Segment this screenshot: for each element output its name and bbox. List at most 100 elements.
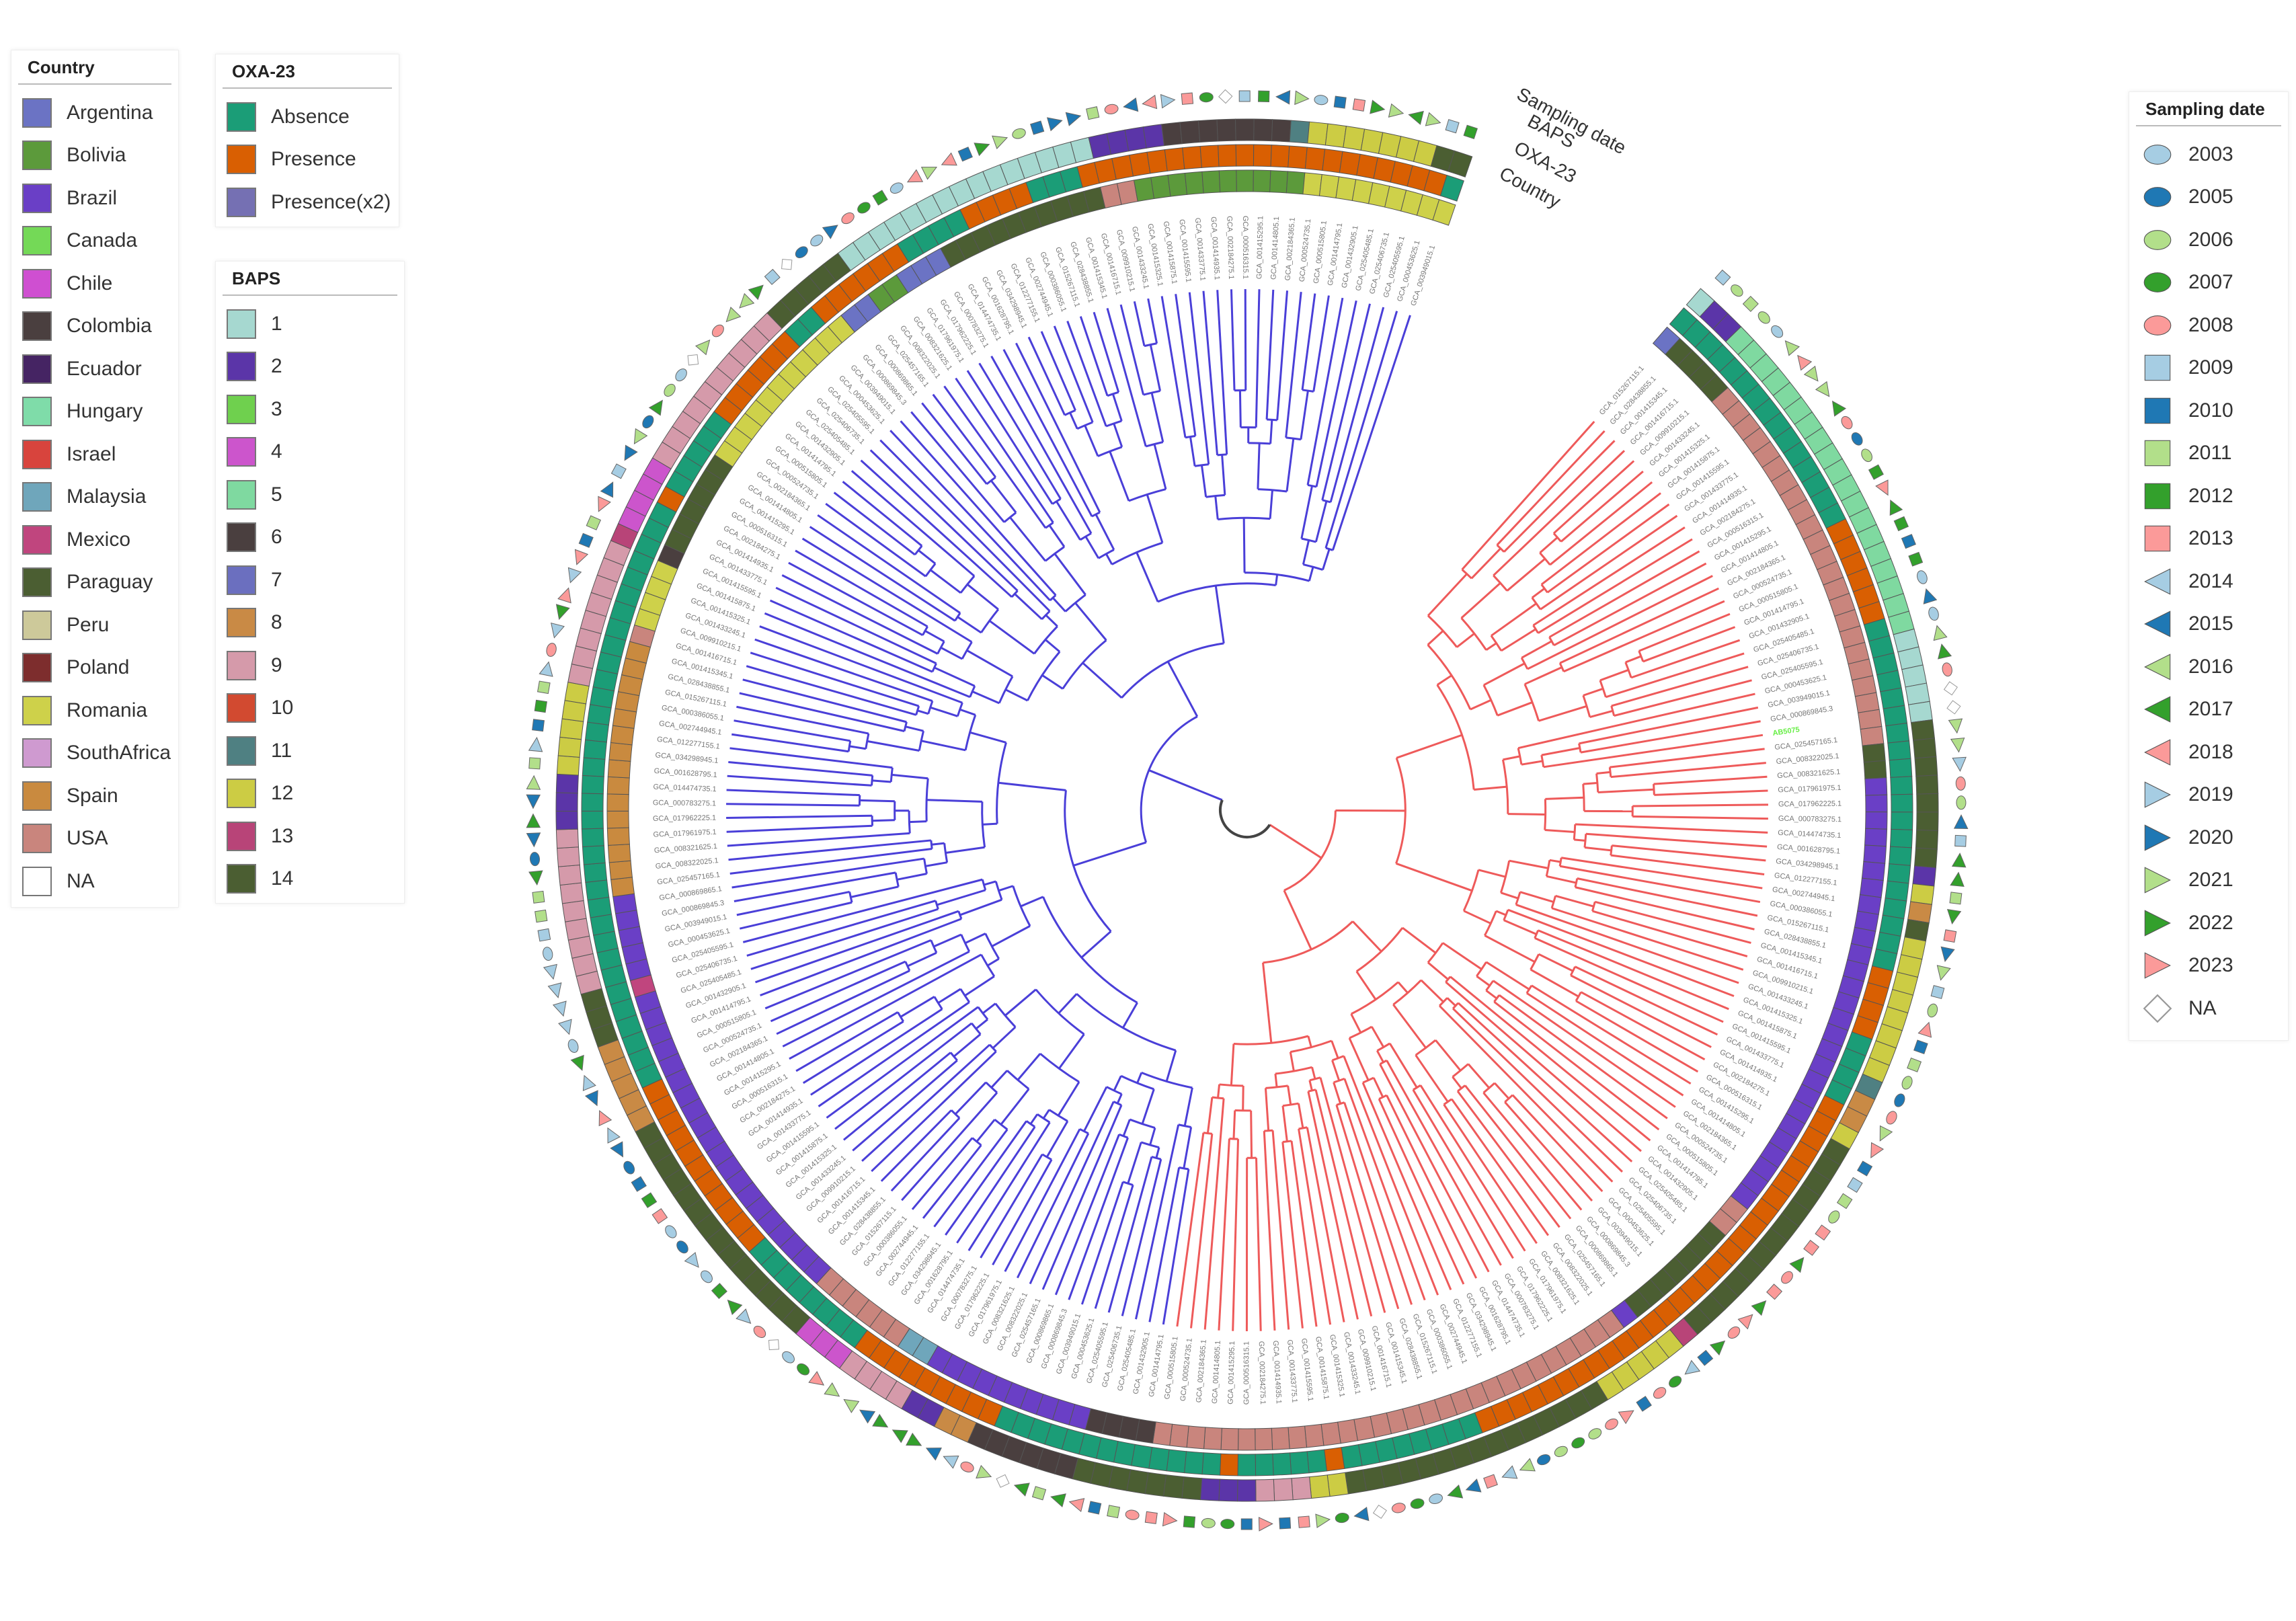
country-item-malaysia: Malaysia: [11, 476, 178, 519]
country-item-israel: Israel: [11, 433, 178, 476]
svg-text:GCA_001433775.1: GCA_001433775.1: [1285, 1339, 1298, 1403]
sampling-date-label: 2003: [2188, 143, 2233, 165]
ellipse-icon: [2143, 144, 2172, 165]
sampling-date-item-2009: 2009: [2129, 347, 2288, 390]
country-swatch: [22, 97, 52, 128]
baps-swatch: [227, 309, 256, 339]
country-label: SouthAfrica: [67, 742, 171, 764]
country-label: Chile: [67, 272, 113, 294]
oxa23-label: Presence: [271, 148, 356, 171]
svg-text:GCA_008322025.1: GCA_008322025.1: [1776, 752, 1839, 766]
sampling-date-label: 2010: [2188, 399, 2233, 422]
legend-oxa23-title: OXA-23: [223, 54, 392, 89]
sampling-date-item-2019: 2019: [2129, 774, 2288, 817]
svg-text:GCA_001415875.1: GCA_001415875.1: [1314, 1336, 1330, 1400]
sampling-date-item-2006: 2006: [2129, 219, 2288, 262]
legend-sampling-date-title: Sampling date: [2136, 92, 2281, 126]
svg-text:GCA_001415595.1: GCA_001415595.1: [1300, 1338, 1314, 1402]
oxa23-label: Absence: [271, 105, 350, 128]
svg-text:GCA_008321625.1: GCA_008321625.1: [654, 842, 717, 855]
baps-item-7: 7: [216, 559, 404, 602]
baps-label: 6: [271, 526, 282, 549]
baps-label: 10: [271, 697, 294, 719]
ellipse-icon: [2143, 272, 2172, 293]
country-label: USA: [67, 827, 108, 850]
oxa23-item-absence: Absence: [216, 95, 399, 139]
country-item-canada: Canada: [11, 220, 178, 263]
diamond-icon: [2143, 994, 2172, 1023]
baps-swatch: [227, 437, 256, 467]
tri-left-icon: [2144, 568, 2171, 595]
svg-text:GCA_001415295.1: GCA_001415295.1: [1255, 216, 1265, 279]
tri-right-icon: [2144, 910, 2171, 937]
svg-text:GCA_002184275.1: GCA_002184275.1: [1257, 1341, 1267, 1405]
sampling-date-item-2014: 2014: [2129, 560, 2288, 603]
sampling-date-label: 2007: [2188, 271, 2233, 294]
svg-text:GCA_034298945.1: GCA_034298945.1: [655, 751, 719, 765]
sampling-date-item-2021: 2021: [2129, 859, 2288, 902]
svg-text:GCA_002744945.1: GCA_002744945.1: [1772, 885, 1835, 903]
svg-text:GCA_001414805.1: GCA_001414805.1: [1211, 1341, 1222, 1405]
country-swatch: [22, 482, 52, 512]
svg-text:GCA_017962225.1: GCA_017962225.1: [653, 814, 716, 823]
svg-text:GCA_017962225.1: GCA_017962225.1: [1778, 800, 1842, 809]
svg-text:GCA_001628795.1: GCA_001628795.1: [1777, 843, 1841, 856]
country-swatch: [22, 567, 52, 598]
sampling-date-item-2012: 2012: [2129, 475, 2288, 518]
svg-text:GCA_034298945.1: GCA_034298945.1: [1776, 857, 1839, 871]
baps-swatch: [227, 864, 256, 894]
oxa23-swatch: [227, 145, 256, 175]
svg-text:GCA_001414795.1: GCA_001414795.1: [1148, 1334, 1166, 1398]
country-label: Argentina: [67, 101, 153, 124]
square-icon: [2144, 440, 2171, 467]
ring-sampling-date: [526, 89, 1969, 1532]
svg-text:GCA_000783275.1: GCA_000783275.1: [1778, 815, 1842, 824]
baps-item-5: 5: [216, 473, 404, 516]
svg-text:GCA_000515805.1: GCA_000515805.1: [1312, 221, 1329, 284]
svg-text:GCA_008321625.1: GCA_008321625.1: [1777, 768, 1841, 780]
country-swatch: [22, 866, 52, 896]
country-item-bolivia: Bolivia: [11, 134, 178, 177]
country-swatch: [22, 226, 52, 256]
country-label: Spain: [67, 784, 118, 807]
sampling-date-item-2015: 2015: [2129, 603, 2288, 646]
country-label: Bolivia: [67, 144, 126, 167]
legend-country-title: Country: [18, 50, 171, 85]
svg-text:GCA_001415595.1: GCA_001415595.1: [1177, 219, 1192, 283]
baps-swatch: [227, 479, 256, 510]
country-item-usa: USA: [11, 818, 178, 861]
tri-left-icon: [2144, 739, 2171, 766]
square-icon: [2144, 397, 2171, 424]
sampling-date-item-2010: 2010: [2129, 389, 2288, 432]
baps-item-6: 6: [216, 516, 404, 559]
baps-label: 9: [271, 654, 282, 676]
svg-text:GCA_001414935.1: GCA_001414935.1: [1271, 1341, 1283, 1405]
ring-oxa23: [581, 144, 1913, 1476]
svg-text:GCA_001414935.1: GCA_001414935.1: [1210, 216, 1221, 280]
country-label: Mexico: [67, 528, 131, 551]
baps-swatch: [227, 394, 256, 424]
baps-item-2: 2: [216, 346, 404, 389]
oxa23-swatch: [227, 102, 256, 132]
svg-text:GCA_000515805.1: GCA_000515805.1: [1163, 1336, 1180, 1400]
svg-text:GCA_017961975.1: GCA_017961975.1: [653, 828, 717, 839]
square-icon: [2144, 526, 2171, 552]
svg-text:GCA_012277155.1: GCA_012277155.1: [656, 736, 720, 751]
country-swatch: [22, 610, 52, 640]
oxa23-item-presence-x2-: Presence(x2): [216, 181, 399, 224]
baps-swatch: [227, 650, 256, 680]
svg-text:GCA_014474735.1: GCA_014474735.1: [1778, 829, 1842, 840]
baps-item-14: 14: [216, 858, 404, 901]
tri-right-icon: [2144, 867, 2171, 894]
country-item-na: NA: [11, 860, 178, 903]
svg-text:GCA_000516315.1: GCA_000516315.1: [1242, 1341, 1251, 1405]
svg-text:GCA_000386055.1: GCA_000386055.1: [661, 704, 725, 723]
sampling-date-item-2018: 2018: [2129, 731, 2288, 774]
country-label: Poland: [67, 656, 130, 679]
sampling-date-label: 2014: [2188, 569, 2233, 592]
baps-label: 8: [271, 611, 282, 634]
baps-item-9: 9: [216, 644, 404, 687]
